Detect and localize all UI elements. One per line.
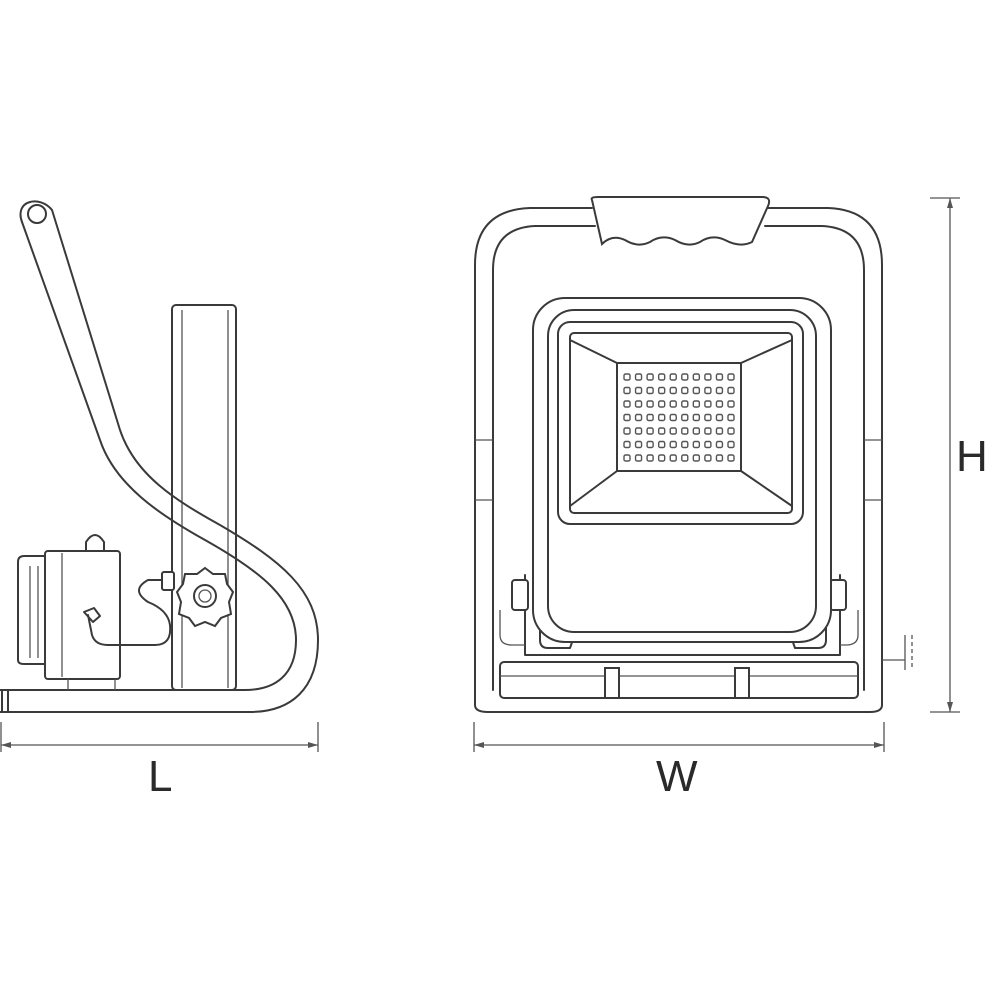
led-dot	[646, 440, 654, 449]
led-dot	[715, 373, 724, 381]
led-dot	[634, 427, 643, 435]
led-dot	[623, 400, 631, 408]
adjustment-knob	[175, 566, 235, 628]
length-label: L	[148, 752, 173, 801]
led-dot	[715, 440, 724, 449]
led-dot	[692, 440, 701, 449]
led-dot	[715, 413, 724, 422]
led-dot	[681, 440, 689, 449]
led-dot	[692, 454, 701, 462]
led-dot	[669, 413, 677, 422]
led-dot	[727, 400, 735, 408]
led-dot	[657, 440, 666, 449]
led-dot	[704, 400, 712, 408]
carry-handle	[0, 200, 319, 713]
led-dot	[681, 400, 689, 408]
led-dot	[681, 386, 689, 395]
led-dot	[704, 440, 712, 449]
vertical-post	[171, 304, 237, 691]
led-dot	[669, 373, 677, 381]
led-dot	[634, 386, 643, 395]
led-dot	[669, 427, 677, 435]
base-plate	[499, 635, 913, 699]
led-dot	[715, 400, 724, 408]
led-dot	[669, 440, 677, 449]
led-dot	[704, 373, 712, 381]
side-view	[0, 200, 319, 752]
height-label: H	[956, 432, 988, 481]
led-dot	[727, 386, 735, 395]
led-dot	[692, 400, 701, 408]
led-dot	[657, 373, 666, 381]
dimension-line-width	[473, 722, 885, 752]
led-dot	[623, 373, 631, 381]
led-dot	[669, 454, 677, 462]
led-dot	[634, 440, 643, 449]
led-dot	[727, 373, 735, 381]
led-dot	[727, 427, 735, 435]
lamp-housing	[532, 297, 832, 643]
led-dot	[646, 373, 654, 381]
led-dot	[681, 373, 689, 381]
led-dot	[727, 413, 735, 422]
led-dot	[704, 427, 712, 435]
led-dot	[634, 413, 643, 422]
led-dot	[634, 373, 643, 381]
led-dot	[646, 454, 654, 462]
led-dot	[646, 386, 654, 395]
led-dot	[704, 413, 712, 422]
led-dot	[634, 454, 643, 462]
led-dot	[715, 386, 724, 395]
led-dot	[669, 400, 677, 408]
led-dot	[692, 413, 701, 422]
led-dot	[704, 386, 712, 395]
led-dot	[704, 454, 712, 462]
led-dot	[681, 413, 689, 422]
led-dot	[623, 454, 631, 462]
dimension-line-height	[930, 197, 960, 713]
base-bar	[0, 689, 173, 713]
led-dot	[623, 427, 631, 435]
led-dot	[727, 440, 735, 449]
led-dot	[657, 427, 666, 435]
led-dot	[657, 413, 666, 422]
led-dot	[623, 440, 631, 449]
led-dot	[657, 400, 666, 408]
led-dot	[623, 413, 631, 422]
led-dot	[634, 400, 643, 408]
socket-box	[17, 534, 175, 690]
led-array	[623, 373, 735, 462]
led-dot	[646, 400, 654, 408]
led-dot	[657, 386, 666, 395]
dimension-line-length	[0, 722, 319, 752]
led-dot	[669, 386, 677, 395]
led-dot	[727, 454, 735, 462]
led-dot	[623, 386, 631, 395]
led-dot	[681, 454, 689, 462]
led-dot	[646, 413, 654, 422]
mount-bracket	[499, 574, 859, 656]
led-dot	[692, 373, 701, 381]
led-dot	[646, 427, 654, 435]
carry-grip	[590, 196, 771, 246]
led-dot	[715, 427, 724, 435]
frame-tube	[474, 207, 883, 713]
led-dot	[692, 427, 701, 435]
width-label: W	[656, 752, 698, 801]
front-view	[473, 196, 960, 752]
led-dot	[657, 454, 666, 462]
led-dot	[692, 386, 701, 395]
led-dot	[715, 454, 724, 462]
led-dot	[681, 427, 689, 435]
